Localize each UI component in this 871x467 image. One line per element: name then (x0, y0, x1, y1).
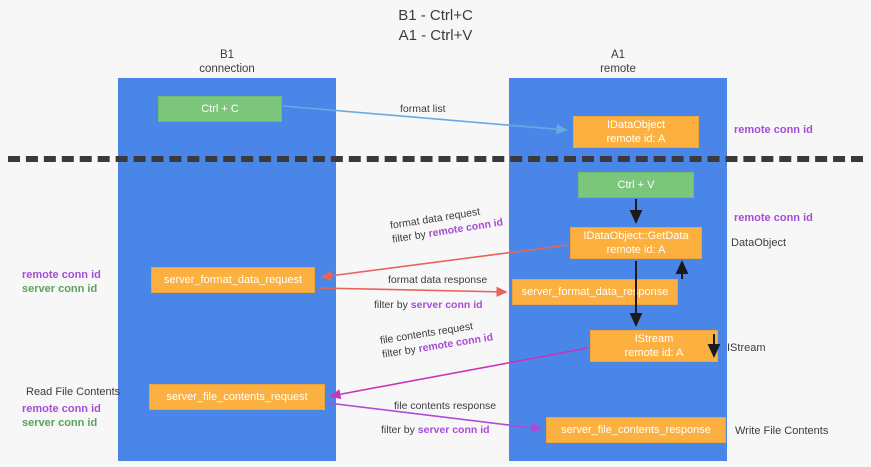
annotation-server-conn-id-left-a: server conn id (22, 283, 98, 295)
arrow-format-data-response (317, 286, 508, 297)
node-getdata-label: IDataObject::GetData (583, 230, 689, 242)
edge-label-fdresp-filter-prefix: filter by (374, 299, 411, 311)
node-ctrl-v[interactable]: Ctrl + V (578, 172, 694, 198)
node-sfc-response-label: server_file_contents_response (561, 424, 711, 436)
annotation-left-conn-ids-b: remote conn id server conn id (22, 402, 101, 430)
edge-label-fcresp-filter-prefix: filter by (381, 424, 418, 436)
edge-label-fdresp-line1: format data response (388, 274, 488, 286)
lane-header-b1: B1 connection (199, 49, 255, 75)
node-getdata-sub: remote id: A (606, 244, 666, 256)
annotation-write-file-contents: Write File Contents (735, 425, 829, 437)
edge-label-format-list: format list (400, 102, 446, 116)
edge-label-format-data-response: format data response (388, 273, 487, 287)
node-server-format-data-response[interactable]: server_format_data_response (512, 279, 678, 305)
node-sfc-request-label: server_file_contents_request (166, 391, 308, 403)
node-istream-sub: remote id: A (624, 347, 684, 359)
edge-label-fcresp-line1: file contents response (394, 400, 497, 412)
annotation-data-object: DataObject (731, 237, 787, 249)
node-ctrl-c[interactable]: Ctrl + C (158, 96, 282, 122)
node-server-file-contents-response[interactable]: server_file_contents_response (546, 417, 726, 443)
node-istream-label: IStream (634, 333, 674, 345)
annotation-remote-conn-id-left-a: remote conn id (22, 269, 101, 281)
diagram-title: B1 - Ctrl+C A1 - Ctrl+V (398, 7, 473, 44)
annotation-remote-conn-id-left-b: remote conn id (22, 403, 101, 415)
annotation-read-file-contents: Read File Contents (26, 386, 121, 398)
node-idataobject-sub: remote id: A (606, 133, 666, 145)
annotation-istream: IStream (727, 342, 766, 354)
node-idataobject-label: IDataObject (606, 119, 666, 131)
edge-label-format-data-request: format data request filter by remote con… (389, 201, 504, 246)
annotation-server-conn-id-left-b: server conn id (22, 417, 98, 429)
node-sfd-response-label: server_format_data_response (521, 286, 669, 298)
node-idataobject-getdata[interactable]: IDataObject::GetData remote id: A (570, 227, 702, 259)
edge-label-file-contents-response: file contents response (394, 399, 496, 413)
edge-label-fcresp-filter-value: server conn id (417, 424, 490, 436)
edge-label-fdresp-filter-value: server conn id (410, 299, 483, 311)
annotation-remote-conn-id-top: remote conn id (734, 124, 813, 136)
edge-label-file-contents-response-filter: filter by server conn id (381, 423, 490, 437)
node-server-format-data-request[interactable]: server_format_data_request (151, 267, 315, 293)
edge-label-format-data-response-filter: filter by server conn id (374, 298, 483, 312)
node-idataobject[interactable]: IDataObject remote id: A (573, 116, 699, 148)
node-server-file-contents-request[interactable]: server_file_contents_request (149, 384, 325, 410)
node-ctrl-v-label: Ctrl + V (617, 179, 655, 191)
node-ctrl-c-label: Ctrl + C (201, 103, 239, 115)
annotation-remote-conn-id-mid: remote conn id (734, 212, 813, 224)
annotation-left-conn-ids-a: remote conn id server conn id (22, 268, 101, 296)
lane-header-a1: A1 remote (600, 49, 636, 75)
node-istream[interactable]: IStream remote id: A (590, 330, 718, 362)
phase-divider (8, 156, 863, 162)
edge-label-format-list-line1: format list (400, 103, 446, 115)
edge-label-file-contents-request: file contents request filter by remote c… (379, 316, 494, 361)
node-sfd-request-label: server_format_data_request (163, 274, 303, 286)
